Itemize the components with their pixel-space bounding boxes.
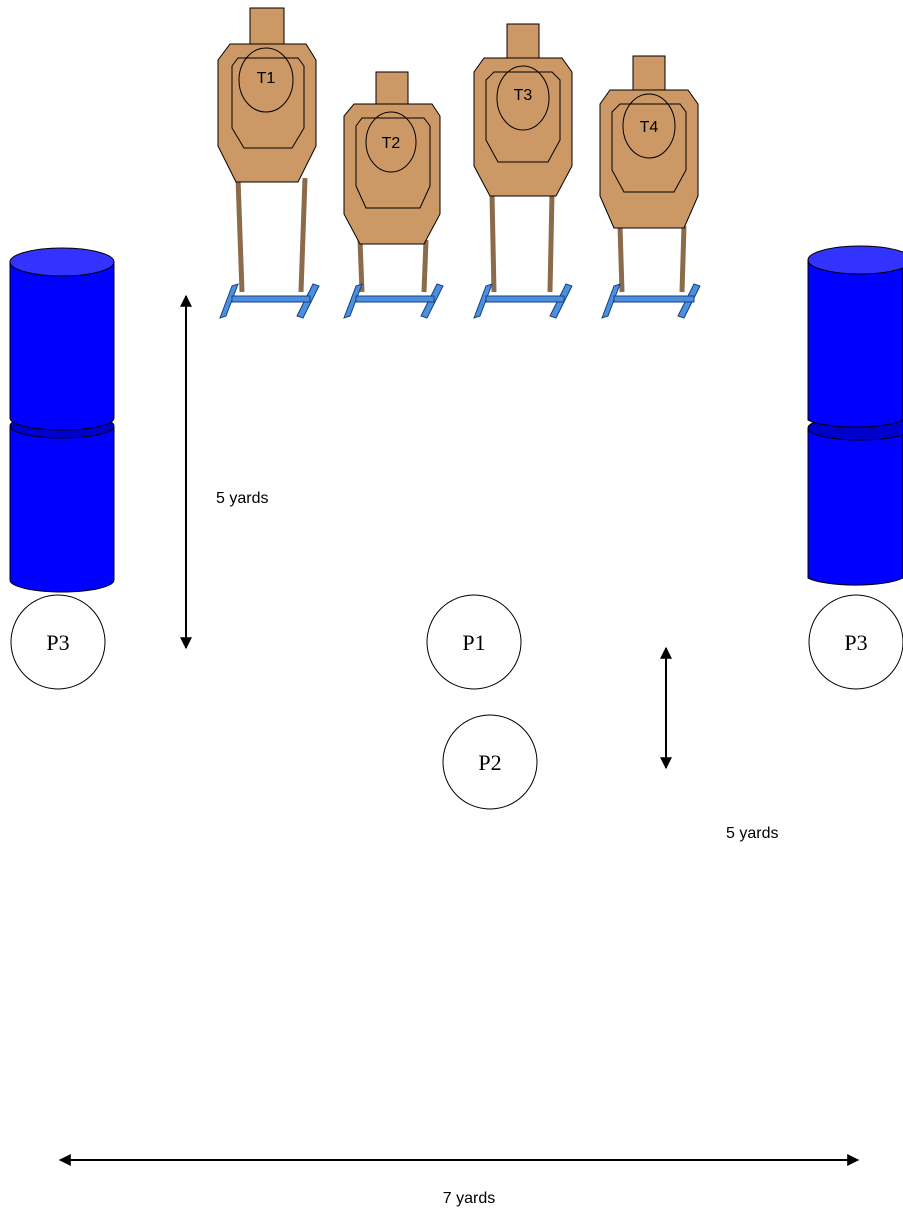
target-stand xyxy=(601,225,701,319)
measure-label: 5 yards xyxy=(216,490,268,507)
position-label: P3 xyxy=(844,630,867,655)
barrel-stack-right xyxy=(807,245,903,586)
target-silhouette xyxy=(599,55,699,229)
target-label: T3 xyxy=(514,87,533,104)
barrel-stack-left xyxy=(9,247,115,593)
measure-label: 5 yards xyxy=(726,825,778,842)
position-label: P3 xyxy=(46,630,69,655)
measure-bottom-horizontal: 7 yards xyxy=(58,1154,860,1207)
position-label: P1 xyxy=(462,630,485,655)
measure-left-vertical: 5 yards xyxy=(180,294,268,650)
target-stand xyxy=(473,193,573,319)
position-p2: P2 xyxy=(442,714,538,810)
target-silhouette xyxy=(217,7,317,183)
target-label: T1 xyxy=(257,70,276,87)
target-silhouette xyxy=(343,71,441,245)
target-silhouette xyxy=(473,23,573,197)
position-p3-right: P3 xyxy=(808,594,903,690)
position-p3-left: P3 xyxy=(10,594,106,690)
target-t4: T4 xyxy=(599,55,701,319)
target-t1: T1 xyxy=(217,7,320,319)
target-label: T2 xyxy=(382,135,401,152)
target-stand xyxy=(219,177,320,319)
measure-right-vertical: 5 yards xyxy=(660,646,778,842)
target-t3: T3 xyxy=(473,23,573,319)
target-label: T4 xyxy=(640,119,659,136)
position-label: P2 xyxy=(478,750,501,775)
target-stand xyxy=(343,239,444,319)
target-t2: T2 xyxy=(343,71,444,319)
position-p1: P1 xyxy=(426,594,522,690)
measure-label: 7 yards xyxy=(443,1190,495,1207)
